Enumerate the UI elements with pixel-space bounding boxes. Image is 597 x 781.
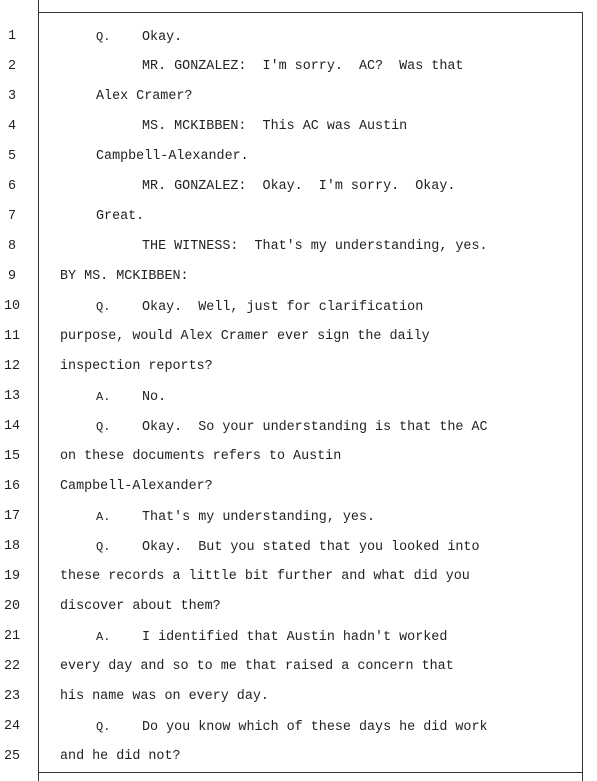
line-text: Okay. But you stated that you looked int… [142, 540, 480, 555]
line-number: 20 [3, 599, 21, 614]
line-text: his name was on every day. [60, 689, 269, 704]
speaker-tag: Q. [96, 540, 111, 554]
transcript-line: 16 Campbell-Alexander? [0, 478, 597, 508]
left-margin-rule [38, 0, 39, 781]
line-number: 17 [3, 509, 21, 524]
transcript-line: 25 and he did not? [0, 748, 597, 778]
line-text: every day and so to me that raised a con… [60, 659, 454, 674]
line-text: Alex Cramer? [96, 89, 193, 104]
transcript-line: 9 BY MS. MCKIBBEN: [0, 268, 597, 298]
line-number: 11 [3, 329, 21, 344]
line-number: 2 [7, 59, 17, 74]
line-text: discover about them? [60, 599, 221, 614]
transcript-line: 14 Q. Okay. So your understanding is that … [0, 418, 597, 448]
right-margin-rule [582, 12, 583, 781]
line-number: 7 [7, 209, 17, 224]
transcript-line: 13 A. No. [0, 388, 597, 418]
line-text: purpose, would Alex Cramer ever sign the… [60, 329, 430, 344]
transcript-line: 22 every day and so to me that raised a c… [0, 658, 597, 688]
line-text: BY MS. MCKIBBEN: [60, 269, 189, 284]
transcript-line: 11 purpose, would Alex Cramer ever sign t… [0, 328, 597, 358]
transcript-line: 24 Q. Do you know which of these days he d… [0, 718, 597, 748]
line-number: 12 [3, 359, 21, 374]
transcript-line: 17 A. That's my understanding, yes. [0, 508, 597, 538]
line-number: 18 [3, 539, 21, 554]
line-number: 24 [3, 719, 21, 734]
line-text: Okay. [142, 30, 183, 45]
line-number: 3 [7, 89, 17, 104]
speaker-tag: Q. [96, 420, 111, 434]
speaker-tag: A. [96, 630, 111, 644]
line-text: THE WITNESS: That's my understanding, ye… [142, 239, 488, 254]
line-number: 25 [3, 749, 21, 764]
transcript-line: 3 Alex Cramer? [0, 88, 597, 118]
line-text: Campbell-Alexander. [96, 149, 249, 164]
line-text: on these documents refers to Austin [60, 449, 342, 464]
line-text: MR. GONZALEZ: Okay. I'm sorry. Okay. [142, 179, 456, 194]
line-number: 14 [3, 419, 21, 434]
qa-line: Q. Okay. Well, just for clarification [96, 298, 423, 317]
transcript-line: 1 Q. Okay. [0, 28, 597, 58]
qa-line: Q. Okay. So your understanding is that th… [96, 418, 488, 437]
speaker-tag: Q. [96, 300, 111, 314]
speaker-tag: A. [96, 510, 111, 524]
qa-line: Q. Okay. [96, 28, 182, 47]
line-text: MS. MCKIBBEN: This AC was Austin [142, 119, 408, 134]
line-number: 4 [7, 119, 17, 134]
line-text: Great. [96, 209, 145, 224]
qa-line: A. No. [96, 388, 166, 407]
qa-line: A. That's my understanding, yes. [96, 508, 375, 527]
qa-line: Q. Okay. But you stated that you looked i… [96, 538, 480, 557]
top-border [38, 12, 583, 13]
transcript-line: 20 discover about them? [0, 598, 597, 628]
transcript-line: 18 Q. Okay. But you stated that you looked… [0, 538, 597, 568]
line-text: MR. GONZALEZ: I'm sorry. AC? Was that [142, 59, 464, 74]
line-text: No. [142, 390, 167, 405]
line-number: 6 [7, 179, 17, 194]
bottom-border [38, 772, 583, 773]
transcript-line: 7 Great. [0, 208, 597, 238]
line-number: 15 [3, 449, 21, 464]
line-text: I identified that Austin hadn't worked [142, 630, 448, 645]
line-number: 22 [3, 659, 21, 674]
transcript-line: 4 MS. MCKIBBEN: This AC was Austin [0, 118, 597, 148]
line-number: 13 [3, 389, 21, 404]
line-number: 19 [3, 569, 21, 584]
line-number: 23 [3, 689, 21, 704]
transcript-line: 2 MR. GONZALEZ: I'm sorry. AC? Was that [0, 58, 597, 88]
transcript-line: 6 MR. GONZALEZ: Okay. I'm sorry. Okay. [0, 178, 597, 208]
line-number: 16 [3, 479, 21, 494]
qa-line: A. I identified that Austin hadn't worked [96, 628, 447, 647]
line-text: Okay. Well, just for clarification [142, 300, 424, 315]
qa-line: Q. Do you know which of these days he did… [96, 718, 488, 737]
transcript-line: 10 Q. Okay. Well, just for clarification [0, 298, 597, 328]
line-number: 9 [7, 269, 17, 284]
line-number: 5 [7, 149, 17, 164]
line-text: Okay. So your understanding is that the … [142, 420, 488, 435]
transcript-line: 12 inspection reports? [0, 358, 597, 388]
speaker-tag: Q. [96, 30, 111, 44]
speaker-tag: A. [96, 390, 111, 404]
transcript-line: 5 Campbell-Alexander. [0, 148, 597, 178]
line-text: Do you know which of these days he did w… [142, 720, 488, 735]
line-number: 10 [3, 299, 21, 314]
line-text: That's my understanding, yes. [142, 510, 376, 525]
transcript-line: 8 THE WITNESS: That's my understanding, y… [0, 238, 597, 268]
speaker-tag: Q. [96, 720, 111, 734]
line-text: these records a little bit further and w… [60, 569, 470, 584]
transcript-line: 15 on these documents refers to Austin [0, 448, 597, 478]
transcript-line: 23 his name was on every day. [0, 688, 597, 718]
line-text: Campbell-Alexander? [60, 479, 213, 494]
line-text: inspection reports? [60, 359, 213, 374]
line-text: and he did not? [60, 749, 181, 764]
line-number: 8 [7, 239, 17, 254]
transcript-line: 21 A. I identified that Austin hadn't work… [0, 628, 597, 658]
line-number: 1 [7, 29, 17, 44]
line-number: 21 [3, 629, 21, 644]
transcript-line: 19 these records a little bit further and… [0, 568, 597, 598]
